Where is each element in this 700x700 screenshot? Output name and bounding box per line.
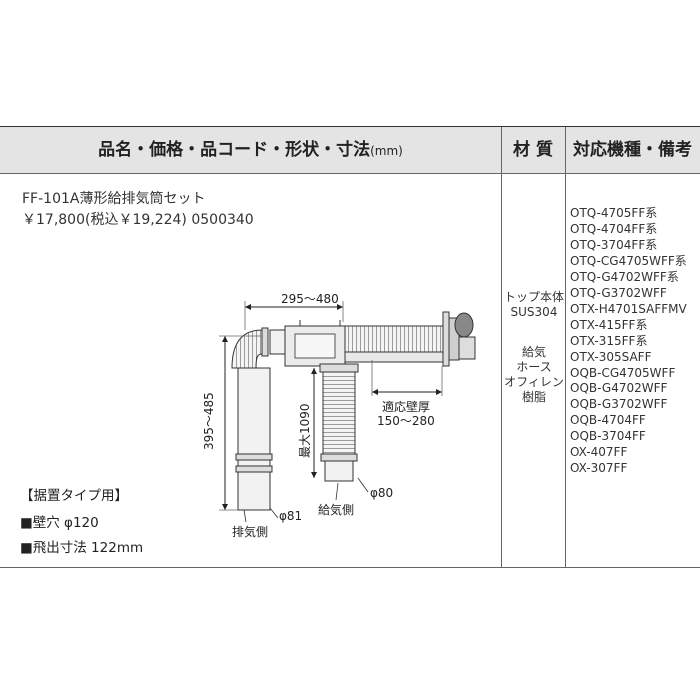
column-divider-1 <box>501 127 502 568</box>
intake-side-label: 給気側 <box>318 503 355 517</box>
arrow-left-icon <box>245 304 251 310</box>
model-item: OQB-G3702WFF <box>570 397 668 412</box>
phi81-label: φ81 <box>279 509 303 523</box>
model-item: OQB-4704FF <box>570 413 646 428</box>
header-col1-label: 品名・価格・品コード・形状・寸法 <box>98 140 371 160</box>
model-item: OX-407FF <box>570 445 628 460</box>
notes-wall-hole: ■壁穴 φ120 <box>20 515 99 531</box>
model-item: OTQ-CG4705WFF系 <box>570 253 687 268</box>
model-item: OX-307FF <box>570 461 628 476</box>
model-item: OTX-H4701SAFFMV <box>570 301 687 316</box>
model-item: OTQ-G3702WFF <box>570 285 667 300</box>
dim-height-label: 395～485 <box>202 392 216 450</box>
header-material: 材 質 <box>513 140 553 160</box>
wall-pipe-ribbed <box>344 325 444 353</box>
notes-projection: ■飛出寸法 122mm <box>20 540 144 556</box>
header-bottom-rule <box>0 173 700 174</box>
model-item: OQB-CG4705WFF <box>570 365 676 380</box>
notes-title: 【据置タイプ用】 <box>20 488 128 504</box>
model-item: OTX-415FF系 <box>570 317 648 332</box>
material-top-body-line1: トップ本体 <box>503 290 564 304</box>
dim-width-label: 295～480 <box>281 292 339 306</box>
product-price-code: ￥17,800(税込￥19,224) 0500340 <box>22 212 254 228</box>
arrow-right-icon <box>337 304 343 310</box>
material-top-body-line2: SUS304 <box>510 305 558 319</box>
model-item: OTQ-G4702WFF系 <box>570 269 679 284</box>
material-hose-line1: 給気 <box>521 345 546 359</box>
model-item: OQB-G4702WFF <box>570 381 668 396</box>
header-band <box>0 127 700 173</box>
exhaust-pipe-vertical <box>237 367 271 511</box>
table-bottom-rule <box>0 567 700 568</box>
header-col1-unit: (mm) <box>370 144 403 158</box>
wall-thickness-label: 適応壁厚 <box>382 400 431 414</box>
exhaust-cap <box>454 312 474 338</box>
model-item: OQB-3704FF <box>570 429 646 444</box>
header-name-price-shape: 品名・価格・品コード・形状・寸法(mm) <box>0 127 501 173</box>
dim-max-label: 最大1090 <box>298 403 312 458</box>
material-hose-line4: 樹脂 <box>521 390 546 404</box>
material-hose-line2: ホース <box>516 360 552 374</box>
material-hose-line3: オフィレン <box>504 375 564 389</box>
model-item: OTQ-3704FF系 <box>570 237 658 252</box>
model-item: OTX-315FF系 <box>570 333 648 348</box>
exhaust-side-label: 排気側 <box>232 525 269 539</box>
model-item: OTX-305SAFF <box>570 349 652 364</box>
model-item: OTQ-4704FF系 <box>570 221 658 236</box>
product-name: FF-101A薄形給排気筒セット <box>22 191 206 207</box>
model-item: OTQ-4705FF系 <box>570 206 658 220</box>
material-hose: 給気 ホース オフィレン 樹脂 <box>503 345 565 405</box>
arrow-up-icon <box>222 336 228 342</box>
header-models-notes: 対応機種・備考 <box>573 140 692 160</box>
arrow-down-icon <box>222 504 228 510</box>
wall-thickness-range: 150～280 <box>377 414 435 428</box>
pipe-set-drawing <box>219 301 476 523</box>
phi80-label: φ80 <box>370 486 394 500</box>
intake-hose-ribbed <box>322 371 356 455</box>
compatible-models-list: OTQ-4705FF系 OTQ-4704FF系 OTQ-3704FF系 OTQ-… <box>570 206 687 477</box>
material-top-body: トップ本体 SUS304 <box>503 290 565 320</box>
column-divider-2 <box>565 127 566 568</box>
